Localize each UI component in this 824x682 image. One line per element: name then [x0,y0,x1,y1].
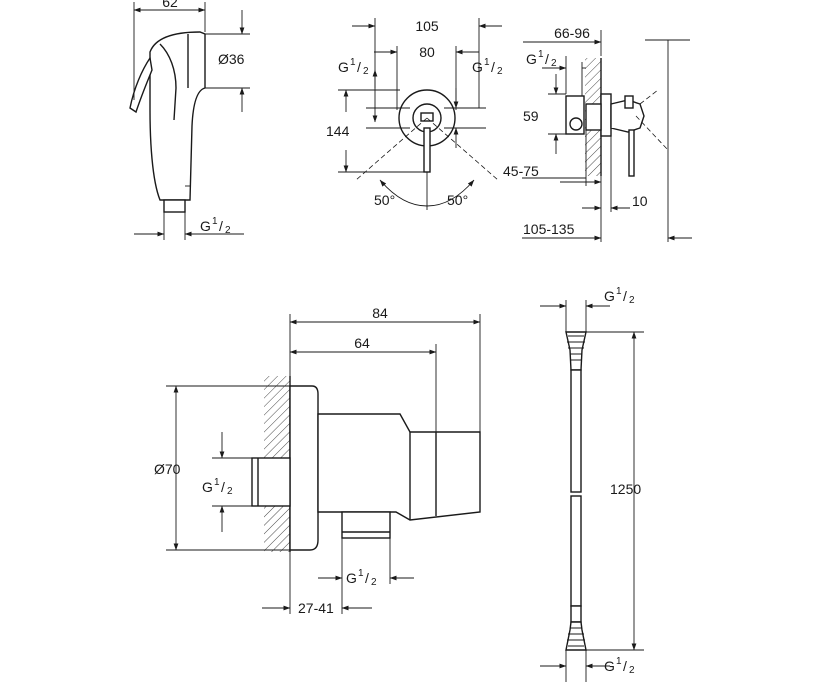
svg-text:/: / [623,658,627,674]
thread-label-bottom: G 1 / 2 [346,568,377,588]
svg-text:2: 2 [363,66,369,77]
svg-text:1: 1 [358,568,364,579]
side-valve-view: 66-96 G 1 / 2 59 45-75 10 [503,25,692,242]
bottom-thread-stub [341,511,391,539]
svg-text:1: 1 [484,57,490,68]
dim-outer-width-label: 105 [415,18,439,34]
dim-overall-label: 84 [372,305,388,321]
dim-height-label: 144 [326,123,350,139]
angle-right-label: 50° [447,192,468,208]
hose-upper-segment [570,369,582,493]
svg-text:/: / [219,218,223,234]
thread-label-hose-bottom: G 1 / 2 [604,656,635,676]
hand-shower-head [149,31,206,201]
angle-left-label: 50° [374,192,395,208]
thread-label-hand-shower: G 1 / 2 [200,216,231,236]
svg-text:/: / [365,570,369,586]
valve-plate [600,93,612,137]
dim-diameter-label: Ø36 [218,51,245,67]
thread-label-front-right: G 1 / 2 [472,57,503,77]
hand-shower-view: 62 Ø36 G 1 / 2 [129,0,250,240]
svg-text:1: 1 [538,49,544,60]
svg-text:G: G [338,59,349,75]
valve-handle-top [624,95,634,109]
wall-outlet-holder [317,413,481,521]
hand-shower-trigger [129,56,153,114]
svg-text:1: 1 [214,477,220,488]
svg-text:/: / [491,59,495,75]
hose-lower-segment [570,495,582,607]
svg-text:2: 2 [371,577,377,588]
hose-view: G 1 / 2 1250 G 1 / 2 [540,286,644,682]
hand-shower-grip-line [159,43,177,121]
svg-text:G: G [526,51,537,67]
svg-text:G: G [346,570,357,586]
svg-text:/: / [357,59,361,75]
svg-text:G: G [472,59,483,75]
svg-text:G: G [604,658,615,674]
dim-width-label: 62 [162,0,178,10]
svg-text:1: 1 [616,286,622,297]
svg-text:G: G [604,288,615,304]
svg-text:/: / [221,479,225,495]
valve-body-in-wall [585,103,602,131]
thread-label-wall: G 1 / 2 [202,477,233,497]
thread-label-side: G 1 / 2 [526,49,557,69]
svg-text:1: 1 [212,216,218,227]
svg-text:/: / [545,51,549,67]
valve-lever [423,127,431,173]
svg-text:2: 2 [629,665,635,676]
dim-depth-range-label: 66-96 [554,25,590,41]
dim-total-range-label: 105-135 [523,221,575,237]
dim-offset-range-label: 45-75 [503,163,539,179]
svg-text:1: 1 [350,57,356,68]
svg-text:1: 1 [616,656,622,667]
hose-bottom-sleeve [570,605,582,623]
svg-text:2: 2 [227,486,233,497]
dim-side-height-label: 59 [523,108,539,124]
svg-text:2: 2 [629,295,635,306]
thread-label-front-left: G 1 / 2 [338,57,369,77]
front-valve-view: 105 80 G 1 / 2 G 1 / 2 144 [326,18,503,210]
dim-plate-label: 10 [632,193,648,209]
dim-rosette-diameter-label: Ø70 [154,461,181,477]
svg-text:/: / [623,288,627,304]
hose-top-nut [565,331,587,371]
svg-text:2: 2 [225,225,231,236]
hand-shower-thread-end [163,199,186,213]
dim-recess-range-label: 27-41 [298,600,334,616]
side-connector-nut [569,117,583,131]
valve-knob-mark [420,112,434,122]
dim-holder-label: 64 [354,335,370,351]
dim-hose-length-label: 1250 [610,481,641,497]
svg-text:G: G [200,218,211,234]
svg-text:2: 2 [497,66,503,77]
svg-text:2: 2 [551,58,557,69]
dim-inner-width-label: 80 [419,44,435,60]
valve-lever-side [628,129,635,177]
wall-outlet-view: 84 64 Ø70 G 1 / 2 G 1 / 2 [154,305,481,616]
svg-text:G: G [202,479,213,495]
thread-label-hose-top: G 1 / 2 [604,286,635,306]
wall-outlet-rosette [289,385,319,551]
